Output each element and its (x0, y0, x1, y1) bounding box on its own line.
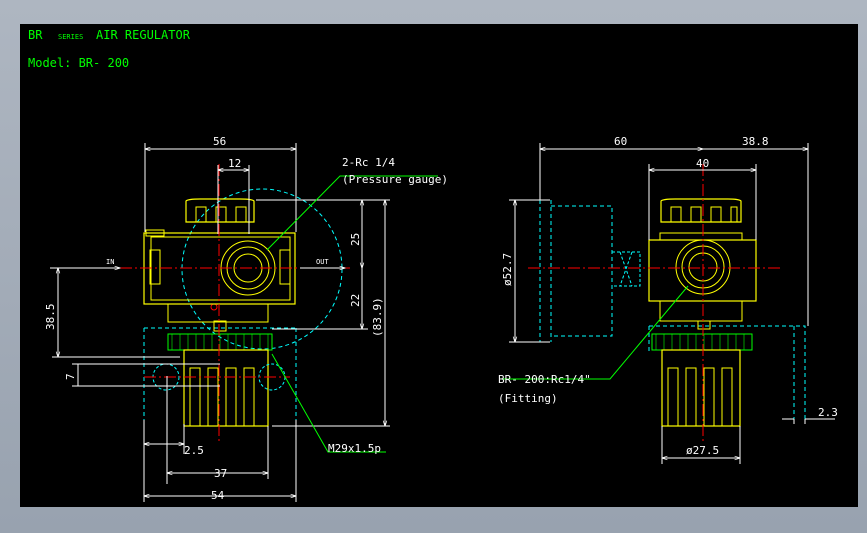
dim-height-lower: 22 (349, 294, 362, 307)
neck-plug (213, 320, 227, 332)
series-prefix: BR (28, 28, 43, 42)
dim-bracket-thk: 2.3 (818, 406, 838, 419)
thread-label: M29x1.5p (328, 442, 381, 455)
right-neck-plug (697, 320, 711, 330)
gauge-ports-sublabel: (Pressure gauge) (342, 173, 448, 186)
fitting-leader (500, 285, 689, 380)
gauge-stem-hidden (612, 251, 641, 287)
dim-total-height: (83.9) (371, 297, 384, 337)
inlet-label: IN (106, 258, 114, 266)
dim-height-upper: 25 (349, 233, 362, 246)
cad-canvas: BR SERIES AIR REGULATOR Model: BR- 200 (20, 24, 858, 507)
neck (167, 303, 269, 323)
dim-body-width: 40 (696, 157, 709, 170)
left-view: IN OUT 5 (44, 135, 448, 502)
vent-hole (210, 303, 218, 311)
top-cap (185, 198, 255, 223)
left-leaders (266, 175, 438, 453)
series-word: SERIES (58, 33, 83, 41)
body-lip (145, 229, 165, 237)
gauge-hidden (539, 200, 613, 342)
right-body-top-lip (659, 232, 743, 241)
right-dimension-text: 60 38.8 40 ø52.7 ø27.5 2.3 BR- 200:Rc1/4… (498, 135, 838, 457)
product-title: AIR REGULATOR (96, 28, 191, 42)
right-bottom-knob-ribs (667, 367, 733, 426)
dim-left-height: 38.5 (44, 304, 57, 331)
right-port-slot (279, 249, 291, 285)
dim-bottom-mid: 37 (214, 467, 227, 480)
dim-small-gap: 7 (64, 373, 77, 380)
dim-bottom-small: 2.5 (184, 444, 204, 457)
fitting-label: BR- 200:Rc1/4" (498, 373, 591, 386)
right-top-cap (660, 198, 742, 223)
dim-gauge-dia: ø52.7 (501, 253, 514, 286)
dim-port-width: 12 (228, 157, 241, 170)
left-dimension-text: 56 12 25 22 (83.9) 38.5 7 2.5 37 54 2-Rc… (44, 135, 448, 502)
dim-bottom-total: 54 (211, 489, 225, 502)
dim-side-offset: 38.8 (742, 135, 769, 148)
right-centerlines (528, 164, 780, 444)
gauge-ports-label: 2-Rc 1/4 (342, 156, 395, 169)
right-bracket-hidden (648, 325, 806, 419)
outlet-label: OUT (316, 258, 329, 266)
drawing: BR SERIES AIR REGULATOR Model: BR- 200 (28, 28, 838, 502)
dim-top-width: 56 (213, 135, 226, 148)
right-bottom-knob (661, 349, 741, 427)
left-port-slot (149, 249, 161, 285)
left-dimension-lines (52, 143, 390, 502)
right-panel-nut-knurl (655, 334, 745, 350)
right-view: 60 38.8 40 ø52.7 ø27.5 2.3 BR- 200:Rc1/4… (498, 135, 838, 464)
dim-bottom-dia: ø27.5 (686, 444, 719, 457)
model-line: Model: BR- 200 (28, 56, 129, 70)
panel-nut-knurl (171, 334, 269, 350)
fitting-sublabel: (Fitting) (498, 392, 558, 405)
right-dimension-lines (509, 143, 835, 464)
right-top-cap-ribs (670, 206, 738, 222)
right-panel-nut (651, 333, 753, 351)
dim-gauge-depth: 60 (614, 135, 627, 148)
top-cap-ribs (195, 206, 247, 222)
bottom-knob-ribs (189, 367, 255, 426)
title-block: BR SERIES AIR REGULATOR Model: BR- 200 (28, 28, 191, 70)
panel-bracket-hidden (143, 327, 297, 420)
